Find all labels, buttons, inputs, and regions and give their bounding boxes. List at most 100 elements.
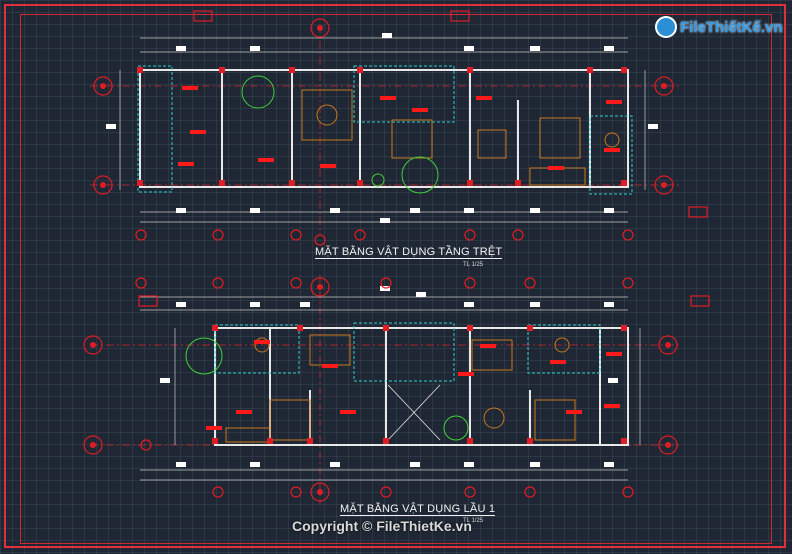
dimension-tag-mark (410, 208, 420, 213)
section-marker (193, 10, 213, 22)
dimension-tags (106, 33, 658, 467)
room-label-mark (258, 158, 274, 162)
first-floor-scale: TL 1/25 (463, 518, 484, 524)
dimension-tag-mark (250, 462, 260, 467)
column-mark (467, 180, 473, 186)
axis-bubble-dot (661, 83, 667, 89)
column-mark (212, 325, 218, 331)
room-label-mark (236, 410, 252, 414)
room-label-mark (606, 352, 622, 356)
room-label-mark (604, 148, 620, 152)
axis-bubble (140, 439, 152, 451)
column-mark (357, 67, 363, 73)
axis-bubble-dot (317, 25, 323, 31)
axis-bubble-dot (661, 182, 667, 188)
dimension-tag-mark (530, 46, 540, 51)
dimension-tag-mark (464, 46, 474, 51)
section-marker (450, 10, 470, 22)
column-mark (621, 67, 627, 73)
dimension-tag-mark (330, 208, 340, 213)
axis-bubble (380, 486, 392, 498)
room-label-mark (566, 410, 582, 414)
column-mark (527, 325, 533, 331)
axis-bubbles (83, 10, 710, 502)
room-label-mark (340, 410, 356, 414)
axis-bubble (380, 277, 392, 289)
axis-bubble (290, 277, 302, 289)
axis-bubble (524, 486, 536, 498)
axis-bubble (464, 486, 476, 498)
dimension-tag-mark (530, 302, 540, 307)
dimension-tag-mark (530, 208, 540, 213)
dimension-tag-mark (160, 378, 170, 383)
axis-bubble (310, 482, 330, 502)
room-label-mark (380, 96, 396, 100)
column-mark (212, 438, 218, 444)
column-mark (289, 67, 295, 73)
axis-bubble (93, 76, 113, 96)
dimension-tag-mark (106, 124, 116, 129)
column-mark (297, 325, 303, 331)
dimension-tag-mark (530, 462, 540, 467)
axis-bubble (314, 234, 326, 246)
axis-bubble (135, 229, 147, 241)
dimension-tag-mark (604, 462, 614, 467)
ground-floor-scale: TL 1/25 (463, 262, 484, 268)
axis-bubble (658, 335, 678, 355)
axis-bubble (310, 18, 330, 38)
dimension-tag-mark (380, 218, 390, 223)
axis-bubble (512, 229, 524, 241)
column-mark (267, 438, 273, 444)
room-label-mark (206, 426, 222, 430)
site-logo: FileThiếtKế.vn (655, 16, 783, 38)
ground-floor-title: MẶT BẰNG VẬT DỤNG TẦNG TRỆT (315, 246, 503, 259)
room-label-mark (548, 166, 564, 170)
section-marker (138, 295, 158, 307)
room-labels (178, 86, 622, 430)
axis-bubble-dot (90, 342, 96, 348)
axis-bubble (83, 435, 103, 455)
axis-bubble-dot (100, 83, 106, 89)
column-mark (621, 325, 627, 331)
axis-bubble (212, 277, 224, 289)
room-label-mark (178, 162, 194, 166)
column-mark (467, 325, 473, 331)
dimension-tag-mark (604, 46, 614, 51)
dimension-tag-mark (250, 302, 260, 307)
room-label-mark (412, 108, 428, 112)
dimension-tag-mark (464, 462, 474, 467)
first-floor-title: MẶT BẰNG VẬT DỤNG LẦU 1 (340, 503, 496, 516)
dimension-tag-mark (608, 378, 618, 383)
dimension-tag-mark (604, 302, 614, 307)
axis-bubble (622, 486, 634, 498)
dimension-tag-mark (382, 33, 392, 38)
selection-boxes (137, 65, 633, 382)
dimension-tag-mark (464, 302, 474, 307)
axis-bubble (290, 229, 302, 241)
axis-bubble (622, 277, 634, 289)
axis-bubble-dot (100, 182, 106, 188)
axis-bubble (212, 486, 224, 498)
column-mark (527, 438, 533, 444)
room-label-mark (476, 96, 492, 100)
dimension-tag-mark (410, 462, 420, 467)
room-label-mark (322, 364, 338, 368)
room-label-mark (480, 344, 496, 348)
axis-bubble (622, 229, 634, 241)
axis-bubble (93, 175, 113, 195)
room-label-mark (606, 100, 622, 104)
column-mark (219, 67, 225, 73)
section-marker (690, 295, 710, 307)
room-label-mark (320, 164, 336, 168)
column-mark (383, 438, 389, 444)
axis-bubble (464, 229, 476, 241)
dimension-tag-mark (604, 208, 614, 213)
axis-bubble (135, 277, 147, 289)
drawing-border-inner (20, 14, 772, 544)
column-mark (621, 438, 627, 444)
dimension-tag-mark (464, 208, 474, 213)
column-mark (515, 180, 521, 186)
dimension-tag-mark (250, 208, 260, 213)
axis-bubble (464, 277, 476, 289)
